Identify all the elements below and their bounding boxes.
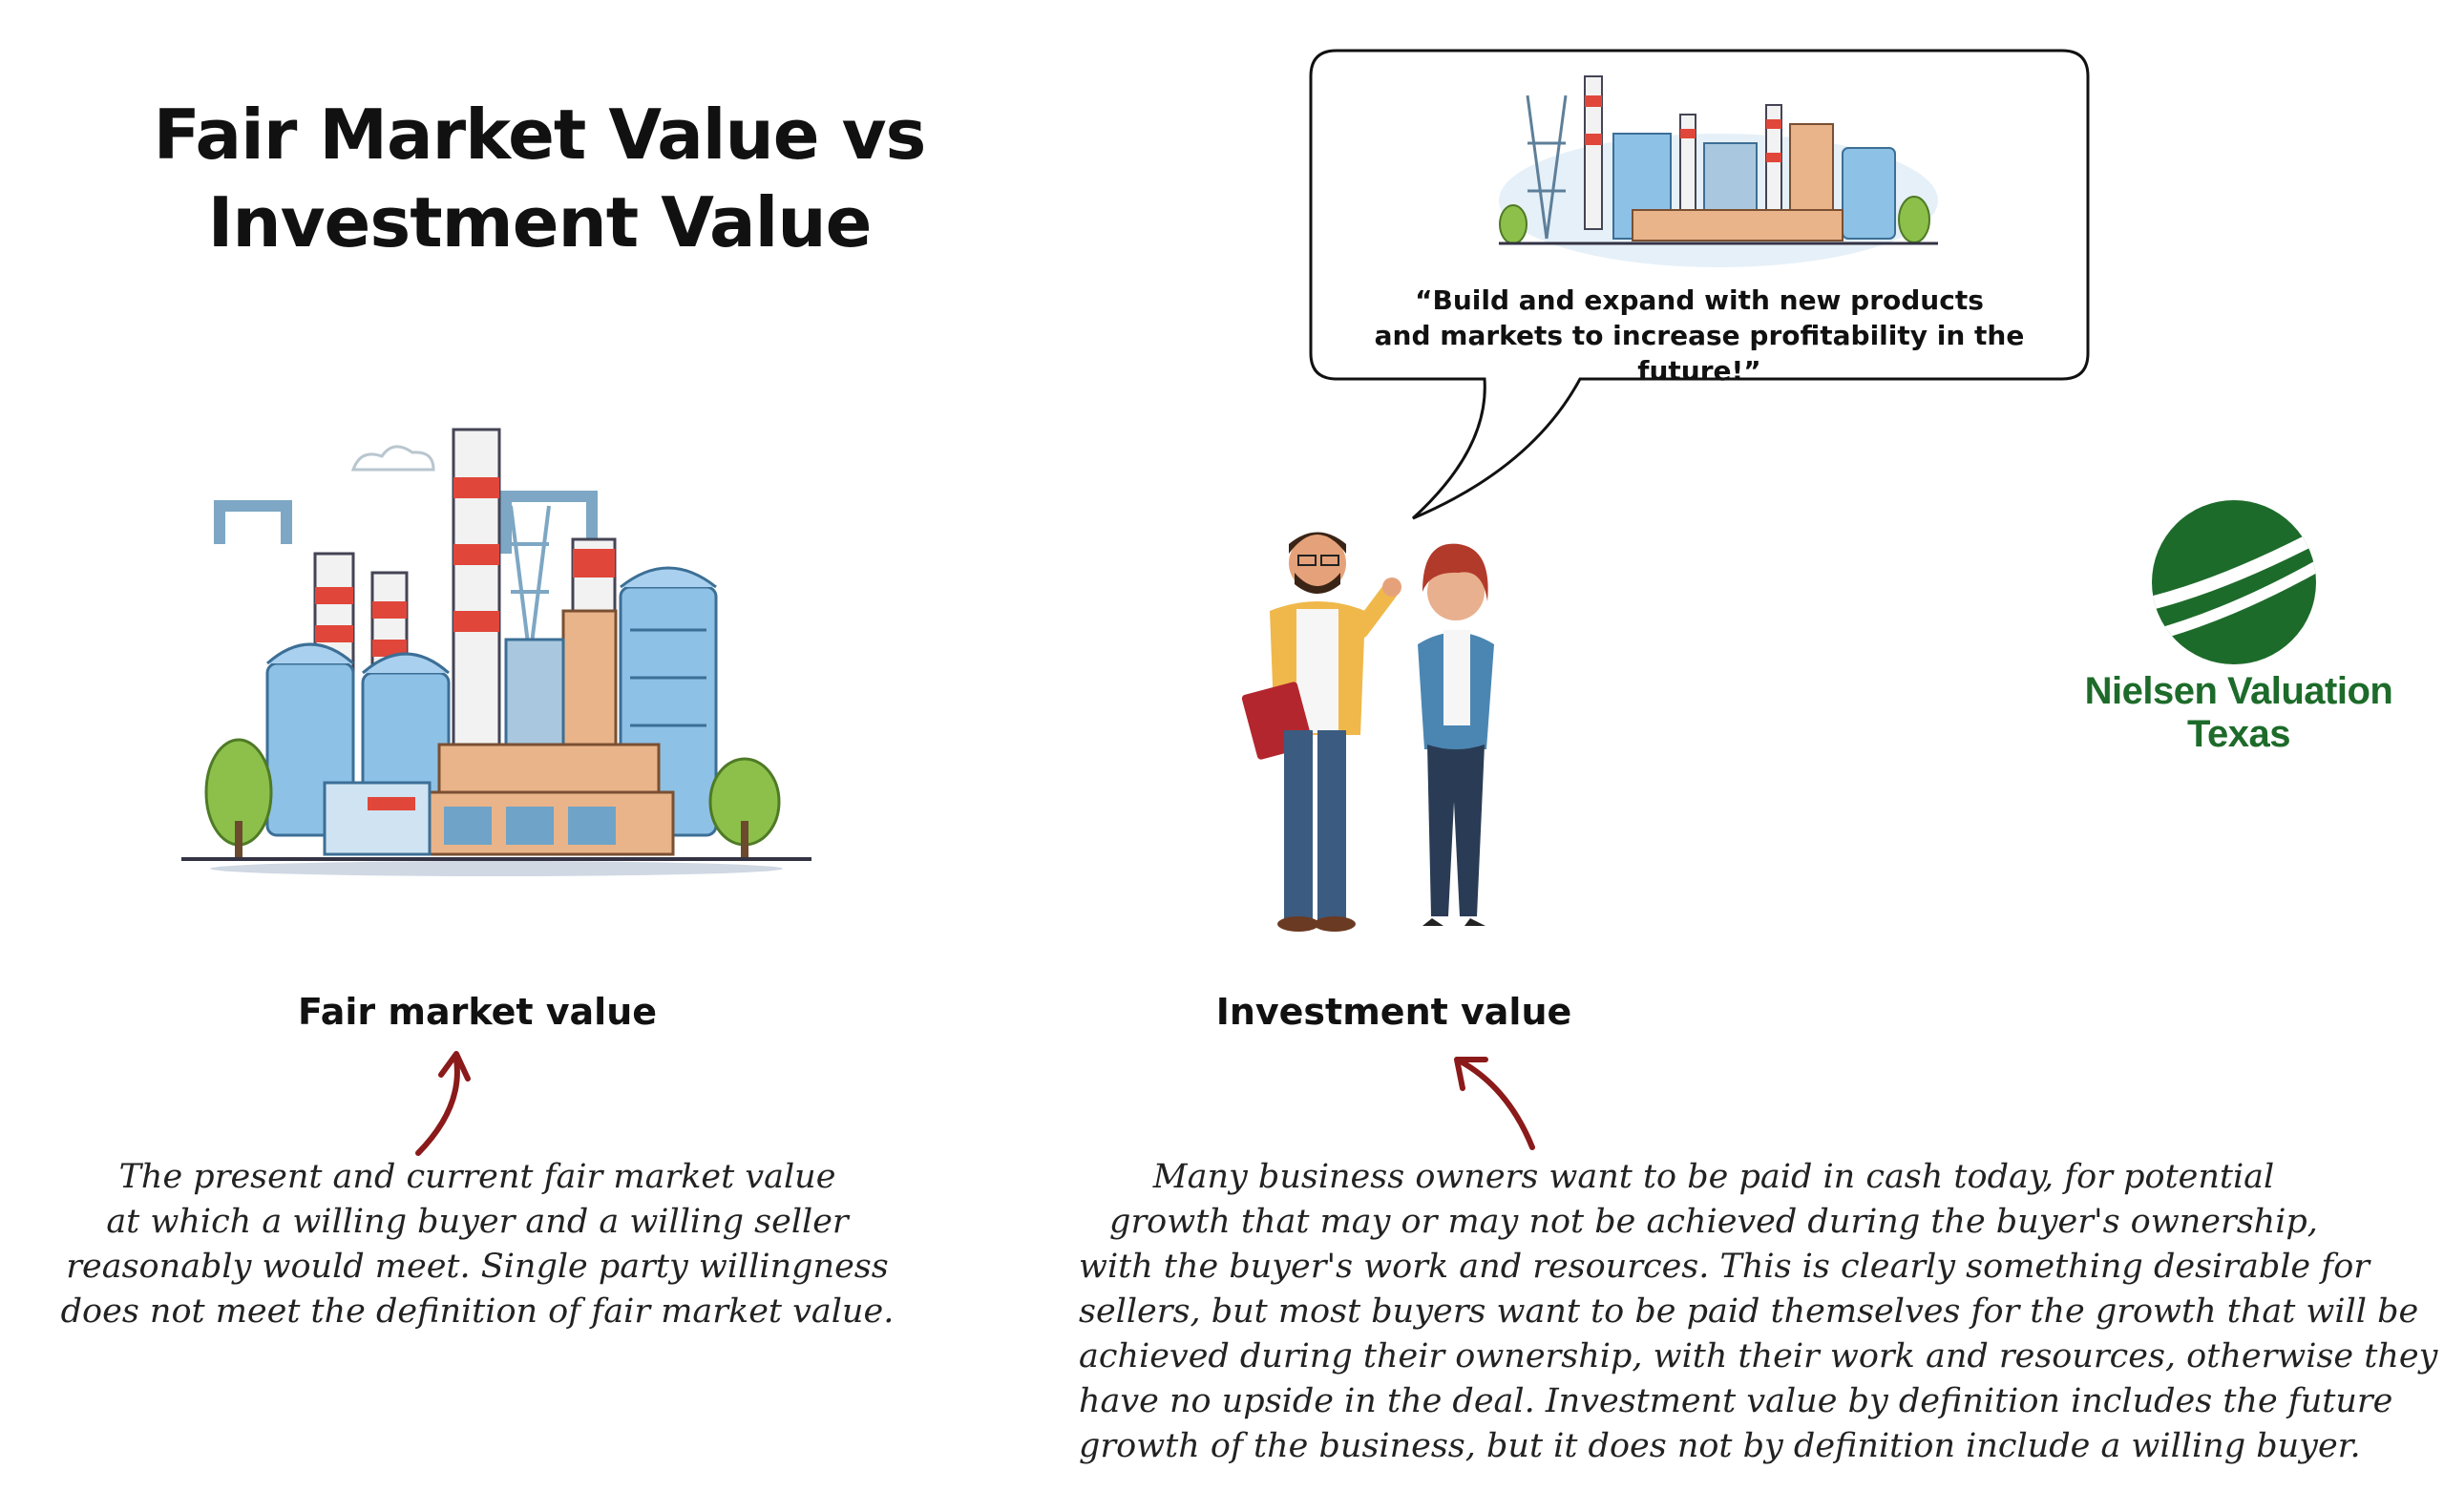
investment-value-label: Investment value [1215, 991, 1572, 1033]
fmv-desc-line: The present and current fair market valu… [118, 1158, 836, 1196]
arrow-curved-icon [1454, 1057, 1535, 1150]
quote-line-1: “Build and expand with new products [1415, 284, 1984, 316]
quote-line-2: and markets to increase profitability in… [1374, 320, 2025, 387]
inv-desc-line: growth that may or may not be achieved d… [1109, 1203, 2318, 1241]
brand-logo-icon [2152, 500, 2316, 664]
investment-value-description: Many business owners want to be paid in … [1079, 1155, 2438, 1469]
brand-name: Nielsen Valuation Texas [2084, 670, 2393, 755]
page-title-line-1: Fair Market Value vs [153, 94, 927, 175]
speech-bubble-quote: “Build and expand with new products and … [1317, 283, 2081, 388]
inv-desc-line: have no upside in the deal. Investment v… [1079, 1382, 2393, 1420]
fmv-desc-line: reasonably would meet. Single party will… [66, 1248, 889, 1286]
inv-desc-line: with the buyer's work and resources. Thi… [1079, 1248, 2370, 1286]
arrow-up-icon [415, 1051, 471, 1156]
factory-illustration [181, 428, 811, 876]
inv-desc-line: growth of the business, but it does not … [1079, 1427, 2361, 1465]
factory-mini-illustration [1499, 75, 1938, 267]
page-title: Fair Market Value vs Investment Value [95, 91, 983, 266]
fmv-desc-line: does not meet the definition of fair mar… [60, 1292, 895, 1331]
people-illustration [1241, 532, 1494, 932]
inv-desc-line: Many business owners want to be paid in … [1152, 1158, 2275, 1196]
inv-desc-line: achieved during their ownership, with th… [1079, 1337, 2438, 1376]
fair-market-value-label: Fair market value [297, 991, 658, 1033]
page-title-line-2: Investment Value [207, 182, 873, 262]
fair-market-value-description: The present and current fair market valu… [38, 1155, 916, 1334]
inv-desc-line: sellers, but most buyers want to be paid… [1079, 1292, 2419, 1331]
fmv-desc-line: at which a willing buyer and a willing s… [106, 1203, 849, 1241]
